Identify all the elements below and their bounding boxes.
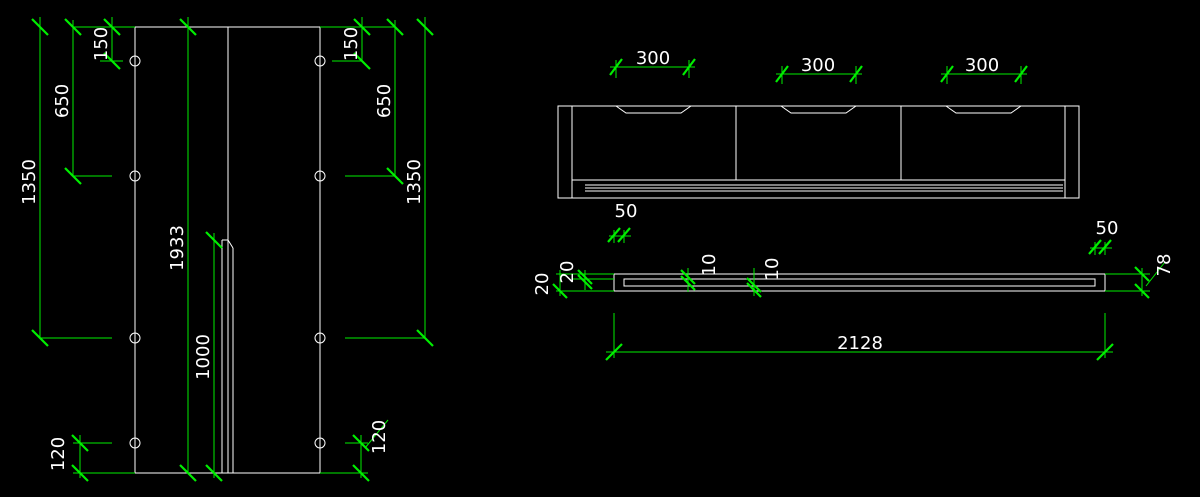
dim-20-a-label: 20	[532, 273, 553, 296]
total-width-label: 2128	[837, 333, 883, 354]
dim-tick	[609, 58, 623, 76]
dim-tick	[386, 18, 404, 36]
dim-tick	[64, 18, 82, 36]
plan-section	[613, 273, 1106, 292]
dim-tick	[352, 464, 370, 482]
dim-tick	[680, 269, 696, 285]
hinge-hole-left-2	[129, 170, 141, 182]
dim-tick	[1134, 266, 1150, 282]
dim-tick	[179, 18, 197, 36]
leader-line	[364, 419, 389, 449]
dim-tick	[103, 18, 121, 36]
dim-1350-right-label: 1350	[404, 159, 425, 205]
handle-groove-top	[222, 239, 234, 249]
dim-tick	[1014, 65, 1028, 83]
dim-tick	[607, 227, 621, 243]
dim-tick	[205, 464, 223, 482]
dim-tick	[31, 329, 49, 347]
left-dimensions: 150 650 1350 1933 1000 120	[19, 17, 223, 482]
handle-width-1-label: 300	[636, 48, 670, 69]
dim-tick	[353, 52, 371, 70]
dim-tick	[746, 277, 762, 293]
dim-tick	[849, 65, 863, 83]
dim-20-b-label: 20	[557, 261, 578, 284]
plan-outline	[613, 273, 1106, 292]
dim-tick	[577, 274, 593, 290]
handle-cutout-1	[615, 105, 692, 114]
door-elevation	[129, 26, 326, 474]
hinge-hole-right-1	[314, 55, 326, 67]
leader-line	[1145, 261, 1166, 287]
side-50-right-label: 50	[1096, 218, 1119, 239]
handle-dimensions: 300 300 300	[609, 48, 1028, 84]
right-dimensions: 150 650 1350 120	[320, 17, 434, 482]
dim-tick	[64, 167, 82, 185]
dim-tick	[775, 65, 789, 83]
dim-tick	[179, 464, 197, 482]
dim-650-left-label: 650	[52, 84, 73, 118]
dim-tick	[577, 269, 593, 285]
dim-tick	[71, 434, 89, 452]
dim-tick	[416, 18, 434, 36]
dim-1350-left-label: 1350	[19, 159, 40, 205]
handle-width-2-label: 300	[801, 55, 835, 76]
hinge-hole-left-3	[129, 332, 141, 344]
hinge-hole-left-1	[129, 55, 141, 67]
dim-tick	[1096, 343, 1114, 361]
dim-150-left-label: 150	[91, 27, 112, 61]
dim-1933-label: 1933	[167, 225, 188, 271]
dim-tick	[386, 167, 404, 185]
dim-1000-label: 1000	[193, 334, 214, 380]
dim-tick	[416, 329, 434, 347]
handle-cutout-3	[945, 105, 1022, 114]
handle-cutout-2	[780, 105, 857, 114]
dim-150-right-label: 150	[341, 27, 362, 61]
dim-tick	[1088, 239, 1102, 255]
dim-tick	[940, 65, 954, 83]
cabinet-outline	[557, 105, 1080, 199]
dim-tick	[746, 282, 762, 298]
dim-10-a-label: 10	[699, 254, 720, 277]
hinge-hole-left-4	[129, 437, 141, 449]
hinge-hole-right-3	[314, 332, 326, 344]
side-50-left-label: 50	[615, 201, 638, 222]
plan-inner-groove	[623, 278, 1096, 287]
dim-tick	[353, 18, 371, 36]
dim-120-left-label: 120	[48, 437, 69, 471]
dim-tick	[71, 464, 89, 482]
cabinet-front-elevation	[557, 105, 1080, 199]
dim-78-label: 78	[1154, 254, 1175, 277]
dim-tick	[682, 58, 696, 76]
dim-tick	[103, 52, 121, 70]
dim-tick	[352, 434, 370, 452]
plan-dimensions: 50 50 20 20 10 10 78	[532, 201, 1175, 361]
hinge-hole-right-4	[314, 437, 326, 449]
dim-tick	[205, 231, 223, 249]
dim-tick	[31, 18, 49, 36]
hinge-hole-right-2	[314, 170, 326, 182]
dim-120-right-label: 120	[369, 420, 390, 454]
dim-tick	[1134, 283, 1150, 299]
dim-tick	[605, 343, 623, 361]
dim-tick	[680, 275, 696, 291]
dim-tick	[617, 227, 631, 243]
dim-10-b-label: 10	[762, 258, 783, 281]
handle-width-3-label: 300	[965, 55, 999, 76]
dim-tick	[552, 283, 568, 299]
dim-tick	[1098, 239, 1112, 255]
dim-650-right-label: 650	[374, 84, 395, 118]
